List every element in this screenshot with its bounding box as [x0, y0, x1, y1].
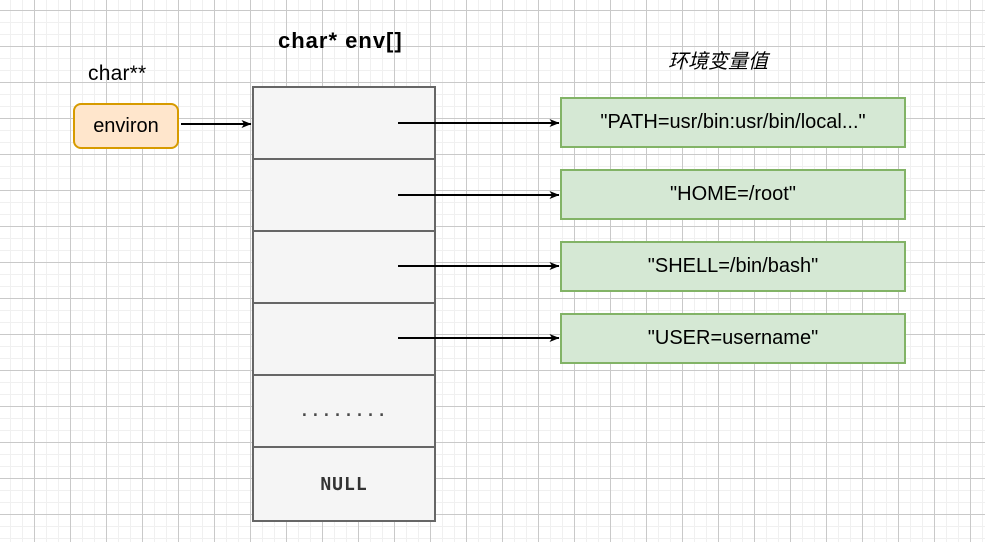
env-array-cell-2[interactable] — [254, 232, 434, 304]
env-value-box-user[interactable]: "USER=username" — [560, 313, 906, 364]
env-value-box-home[interactable]: "HOME=/root" — [560, 169, 906, 220]
env-array-table: ........ NULL — [252, 86, 436, 522]
env-value-box-path[interactable]: "PATH=usr/bin:usr/bin/local..." — [560, 97, 906, 148]
env-array-cell-1[interactable] — [254, 160, 434, 232]
env-value-box-shell[interactable]: "SHELL=/bin/bash" — [560, 241, 906, 292]
label-char-env-array: char* env[] — [278, 28, 403, 53]
env-array-cell-3[interactable] — [254, 304, 434, 376]
env-array-cell-null[interactable]: NULL — [254, 448, 434, 520]
env-array-cell-0[interactable] — [254, 88, 434, 160]
label-char-double-pointer: char** — [88, 62, 147, 85]
env-array-cell-ellipsis[interactable]: ........ — [254, 376, 434, 448]
title-environment-variable-values: 环境变量值 — [668, 51, 768, 73]
environ-pointer-box[interactable]: environ — [73, 103, 179, 149]
